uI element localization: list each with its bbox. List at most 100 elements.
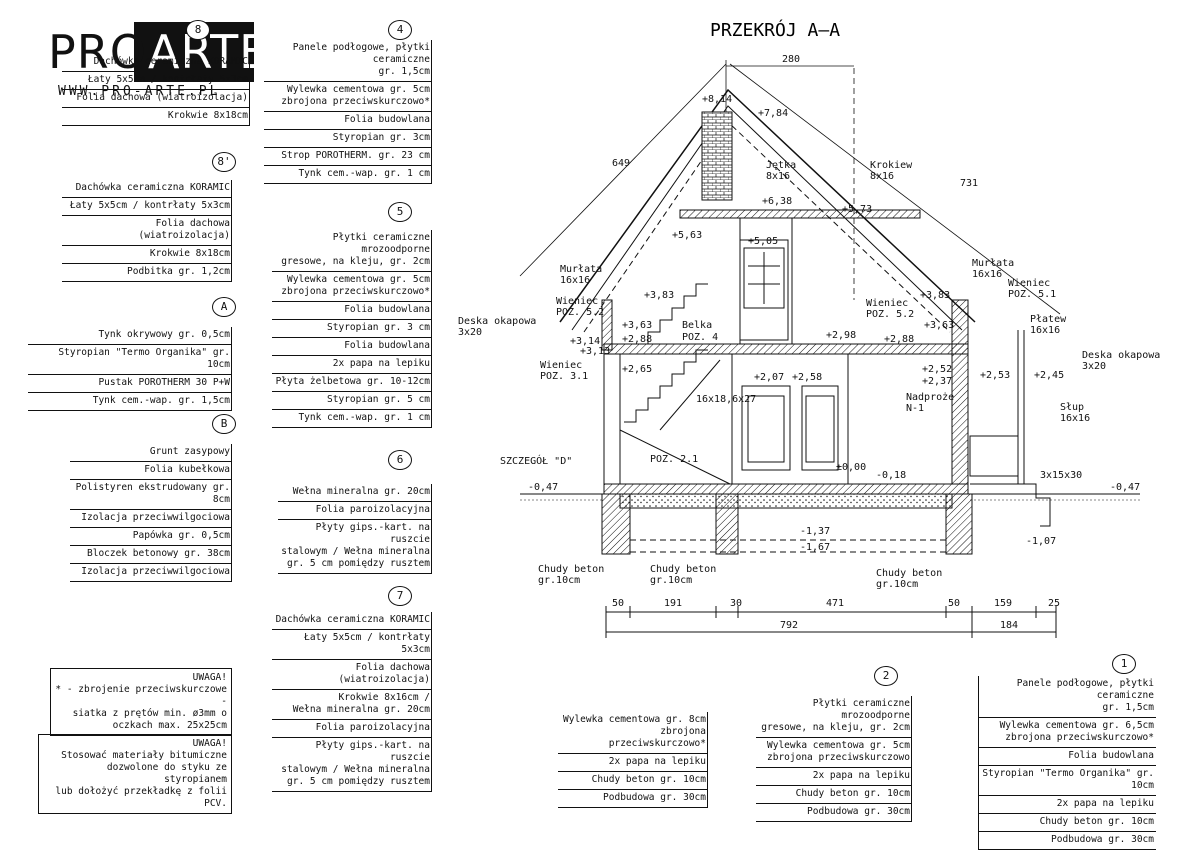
spec-row: Płytki ceramiczne mrozoodporne gresowe, …	[756, 696, 912, 738]
collar-beam	[679, 209, 921, 219]
wall-left	[603, 353, 621, 485]
spec-row: Panele podłogowe, płytki ceramiczne gr. …	[264, 40, 432, 82]
level-167: -1,67	[800, 542, 830, 553]
spec-row: Styropian gr. 3cm	[264, 130, 432, 148]
label-size: 3x15x30	[1040, 470, 1082, 481]
footing-right	[945, 493, 973, 555]
spec-row: Wylewka cementowa gr. 5cm zbrojona przec…	[756, 738, 912, 768]
spec-row: Dachówka ceramiczna KORAMIC	[272, 612, 432, 630]
spec-row: Wylewka cementowa gr. 5cm zbrojona przec…	[272, 272, 432, 302]
spec-row: 2x papa na lepiku	[558, 754, 708, 772]
spec-row: Folia paroizolacyjna	[278, 502, 432, 520]
level-237: +2,37	[922, 376, 952, 387]
level-markers: +8,14 +7,84 +6,38 +5,73 +5,63 +5,05 +3,8…	[528, 94, 1140, 553]
logo-url: WWW.PRO-ARTE.PL	[58, 84, 221, 99]
spec-row: Panele podłogowe, płytki ceramiczne gr. …	[978, 676, 1156, 718]
spec-row: Folia dachowa (wiatroizolacja)	[272, 660, 432, 690]
spec-row: Papówka gr. 0,5cm	[70, 528, 232, 546]
spec-row: Chudy beton gr. 10cm	[978, 814, 1156, 832]
dim-left-roof: 649	[612, 158, 630, 169]
level-363-left: +3,63	[622, 320, 652, 331]
level-047-right: -0,47	[1110, 482, 1140, 493]
spec-row: Łaty 5x5cm / kontrłaty 5x3cm	[272, 630, 432, 660]
spec-row: Dachówka ceramiczna KORAMIC	[62, 180, 232, 198]
spec-row: Podbitka gr. 1,2cm	[62, 264, 232, 282]
spec-row: Styropian "Termo Organika" gr. 10cm	[978, 766, 1156, 796]
label-belka-poz: POZ. 4	[682, 332, 718, 343]
dim-right: 184	[1000, 620, 1018, 631]
spec-row: Pustak POROTHERM 30 P+W	[28, 375, 232, 393]
spec-row: Wylewka cementowa gr. 5cm zbrojona przec…	[264, 82, 432, 112]
spec-A: A Tynk okrywowy gr. 0,5cm Styropian "Ter…	[28, 297, 236, 411]
dim-seg: 159	[994, 598, 1012, 609]
dimension-labels: 280 649 731 50 191 30 471 50 159 25 792 …	[612, 54, 1060, 631]
level-265: +2,65	[622, 364, 652, 375]
spec-row: Płyta żelbetowa gr. 10-12cm	[272, 374, 432, 392]
spec-6: 6 Wełna mineralna gr. 20cm Folia paroizo…	[278, 450, 432, 574]
upper-slab	[603, 343, 969, 355]
spec-row: Łaty 5x5cm / kontrłaty 5x3cm	[62, 198, 232, 216]
spec-number: 8	[186, 20, 210, 40]
wall-left-upper	[601, 299, 613, 351]
note-bitumen: UWAGA! Stosować materiały bitumiczne doz…	[38, 734, 232, 814]
spec-row: Styropian gr. 3 cm	[272, 320, 432, 338]
spec-row: Łaty 5x5cm / kontrłaty 5x3cm	[62, 72, 250, 90]
spec-B: B Grunt zasypowy Folia kubełkowa Polisty…	[70, 414, 236, 582]
label-belka: Belka	[682, 320, 712, 331]
subbase	[619, 493, 953, 509]
spec-number: 2	[874, 666, 898, 686]
spec-row: 2x papa na lepiku	[272, 356, 432, 374]
note-reinforcement: UWAGA! * - zbrojenie przeciwskurczowe - …	[50, 668, 232, 736]
level-018: -0,18	[876, 470, 906, 481]
level-505: +5,05	[748, 236, 778, 247]
spec-row: 2x papa na lepiku	[756, 768, 912, 786]
dim-seg: 50	[948, 598, 960, 609]
terrace	[969, 330, 1051, 527]
door-left	[741, 385, 791, 471]
level-252: +2,52	[922, 364, 952, 375]
spec-row: Polistyren ekstrudowany gr. 8cm	[70, 480, 232, 510]
floor-slab	[603, 483, 969, 495]
drawing-title: PRZEKRÓJ A–A	[710, 19, 840, 41]
dim-seg: 30	[730, 598, 742, 609]
spec-row: Tynk okrywowy gr. 0,5cm	[28, 327, 232, 345]
spec-row: Folia dachowa (wiatroizolacja)	[62, 90, 250, 108]
label-szczegol: SZCZEGÓŁ "D"	[500, 454, 572, 467]
dim-right-roof: 731	[960, 178, 978, 189]
spec-row: Płyty gips.-kart. na ruszcie stalowym / …	[272, 738, 432, 792]
spec-row: Grunt zasypowy	[70, 444, 232, 462]
spec-row: Podbudowa gr. 30cm	[558, 790, 708, 808]
level-573: +5,73	[842, 204, 872, 215]
level-288-left: +2,88	[622, 334, 652, 345]
footing-mid	[715, 493, 739, 555]
spec-row: Tynk cem.-wap. gr. 1 cm	[264, 166, 432, 184]
spec-number: A	[212, 297, 236, 317]
spec-row: Krokwie 8x16cm / Wełna mineralna gr. 20c…	[272, 690, 432, 720]
spec-row: Tynk cem.-wap. gr. 1,5cm	[28, 393, 232, 411]
level-207: +2,07	[754, 372, 784, 383]
spec-row: Podbudowa gr. 30cm	[756, 804, 912, 822]
level-245: +2,45	[1034, 370, 1064, 381]
spec-3: 3 Wylewka cementowa gr. 8cm zbrojona prz…	[558, 712, 708, 808]
spec-number: 6	[388, 450, 412, 470]
spec-8-prime: 8' Dachówka ceramiczna KORAMIC Łaty 5x5c…	[62, 152, 236, 282]
level-253: +2,53	[980, 370, 1010, 381]
level-363-right: +3,63	[924, 320, 954, 331]
door-right	[801, 385, 839, 471]
dim-seg: 191	[664, 598, 682, 609]
spec-row: Folia budowlana	[272, 302, 432, 320]
spec-2: 2 Płytki ceramiczne mrozoodporne gresowe…	[756, 666, 912, 822]
spec-row: Wylewka cementowa gr. 6,5cm zbrojona prz…	[978, 718, 1156, 748]
spec-4: 4 Panele podłogowe, płytki ceramiczne gr…	[264, 20, 432, 184]
